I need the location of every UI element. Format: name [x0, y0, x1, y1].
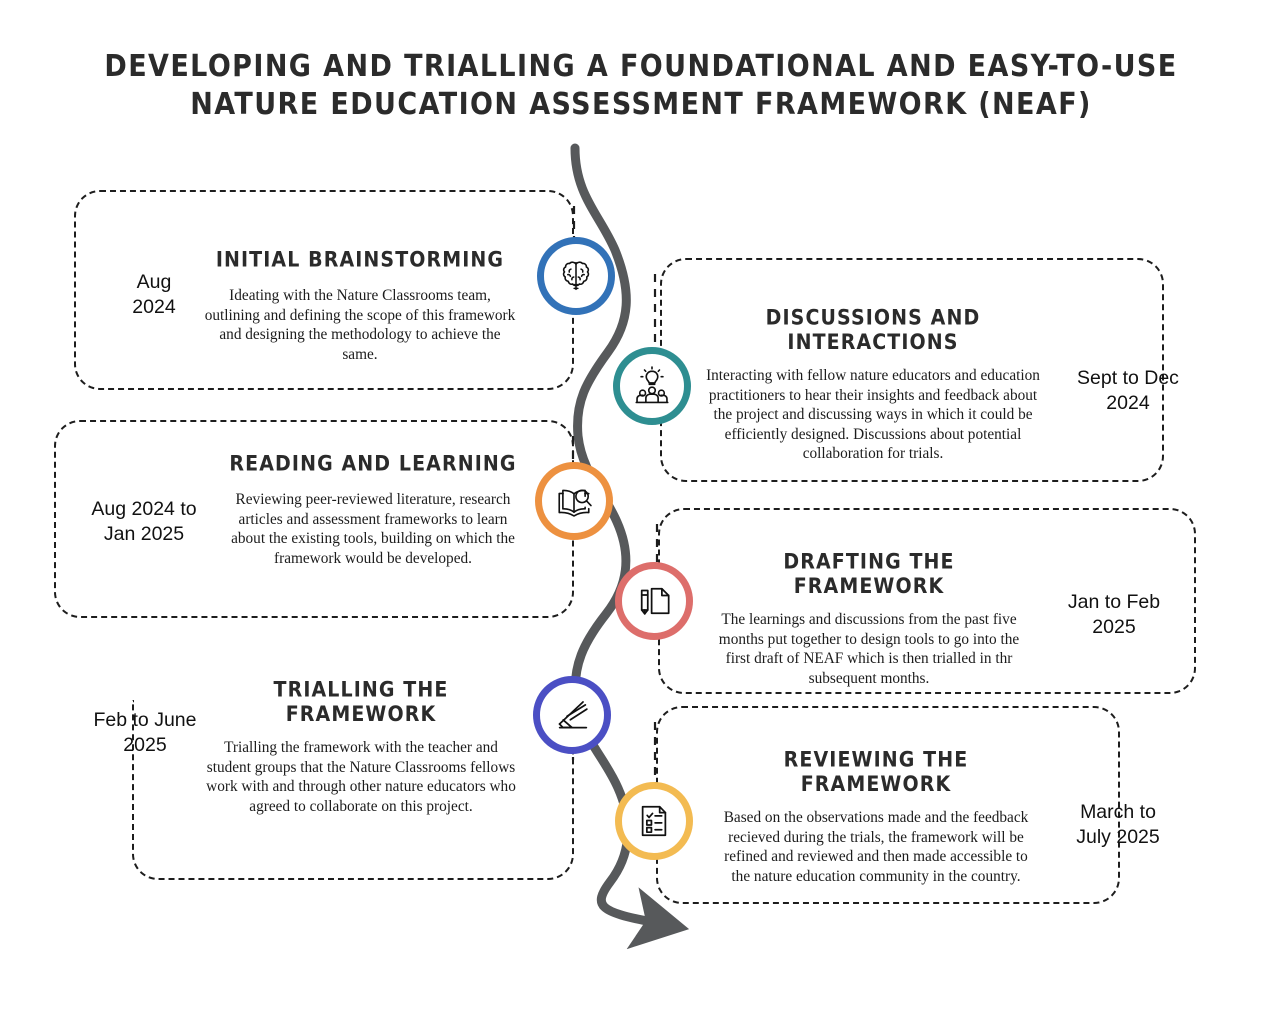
milestone-card-initial-brainstorming: Initial Brainstorming Ideating with the … [200, 248, 520, 364]
milestone-card-reading-and-learning: Reading and Learning Reviewing peer-revi… [228, 452, 518, 568]
milestone-card-drafting-the-framework: Drafting the Framework The learnings and… [718, 550, 1020, 688]
date-drafting-the-framework: Jan to Feb 2025 [1067, 591, 1161, 638]
date-reading-and-learning: Aug 2024 to Jan 2025 [91, 498, 197, 545]
date-initial-brainstorming: Aug 2024 [132, 271, 176, 318]
page-title-line-1: Developing and Trialling a Foundational … [104, 49, 1178, 84]
milestone-body-initial-brainstorming: Ideating with the Nature Classrooms team… [204, 287, 516, 363]
date-trialling-the-framework: Feb to June 2025 [93, 709, 197, 756]
milestone-box-trialling-the-framework [132, 700, 574, 880]
milestone-title-reviewing-the-framework: Reviewing the Framework [783, 748, 969, 797]
milestone-title-drafting-the-framework: Drafting the Framework [783, 550, 955, 599]
checklist-document-icon [641, 805, 667, 837]
milestone-body-reading-and-learning: Reviewing peer-reviewed literature, rese… [231, 491, 515, 567]
pencil-document-icon [640, 587, 670, 615]
milestone-title-initial-brainstorming: Initial Brainstorming [215, 248, 505, 273]
page-title-line-2: Nature Education Assessment Framework (N… [190, 87, 1092, 122]
node-reviewing-the-framework[interactable] [615, 782, 693, 860]
date-reviewing-the-framework: March to July 2025 [1076, 801, 1160, 848]
book-magnifier-icon [558, 489, 592, 517]
node-reading-and-learning[interactable] [535, 462, 613, 540]
page-title: Developing and Trialling a Foundational … [0, 48, 1282, 124]
milestone-title-trialling-the-framework: Trialling the Framework [273, 678, 449, 727]
milestone-body-drafting-the-framework: The learnings and discussions from the p… [718, 611, 1020, 687]
milestone-body-trialling-the-framework: Trialling the framework with the teacher… [206, 739, 516, 815]
milestone-card-discussions-and-interactions: Discussions and Interactions Interacting… [700, 306, 1046, 464]
writing-pen-icon [558, 701, 588, 729]
node-trialling-the-framework[interactable] [533, 676, 611, 754]
milestone-title-reading-and-learning: Reading and Learning [229, 452, 517, 477]
milestone-card-trialling-the-framework: Trialling the Framework Trialling the fr… [206, 678, 516, 816]
node-discussions-and-interactions[interactable] [613, 347, 691, 425]
milestone-title-discussions-and-interactions: Discussions and Interactions [765, 306, 981, 355]
node-drafting-the-framework[interactable] [615, 562, 693, 640]
milestone-body-discussions-and-interactions: Interacting with fellow nature educators… [706, 367, 1040, 462]
date-discussions-and-interactions: Sept to Dec 2024 [1077, 367, 1179, 414]
milestone-card-reviewing-the-framework: Reviewing the Framework Based on the obs… [722, 748, 1030, 886]
node-initial-brainstorming[interactable] [537, 237, 615, 315]
lightbulb-people-icon [635, 366, 669, 404]
milestone-body-reviewing-the-framework: Based on the observations made and the f… [723, 809, 1029, 885]
brain-icon [562, 261, 590, 291]
